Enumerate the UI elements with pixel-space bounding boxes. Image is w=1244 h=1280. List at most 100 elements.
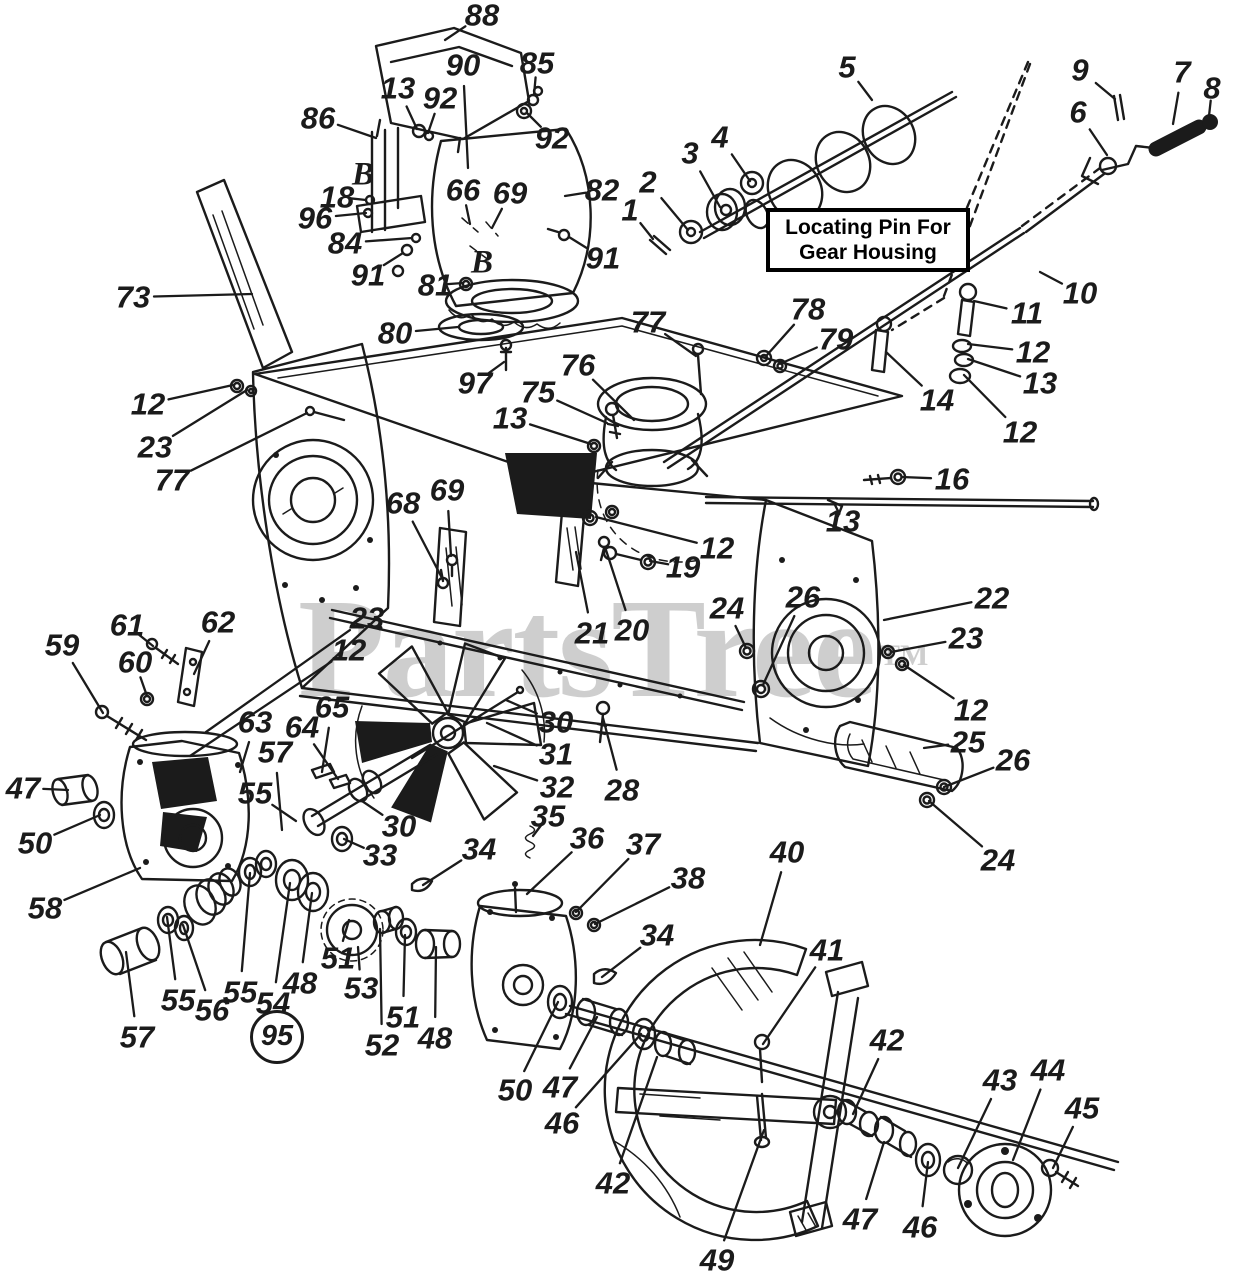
callout-77: 77 xyxy=(154,462,190,498)
callout-91: 91 xyxy=(350,257,386,293)
main-housing xyxy=(195,178,1100,809)
callout-50: 50 xyxy=(497,1072,533,1108)
callout-84: 84 xyxy=(327,225,363,261)
callout-21: 21 xyxy=(574,615,610,651)
note-box-line1: Locating Pin For xyxy=(785,215,951,239)
callout-33: 33 xyxy=(362,837,398,873)
callout-32: 32 xyxy=(539,769,575,805)
callout-76: 76 xyxy=(560,347,596,383)
callout-23: 23 xyxy=(137,429,173,465)
callout-57: 57 xyxy=(257,734,293,770)
auger-rotor xyxy=(603,938,1080,1242)
callout-43: 43 xyxy=(982,1062,1018,1098)
callout-82: 82 xyxy=(584,172,620,208)
chute-assembly xyxy=(355,26,592,372)
callout-56: 56 xyxy=(194,992,230,1028)
callout-48: 48 xyxy=(282,965,318,1001)
callout-92: 92 xyxy=(422,80,458,116)
callout-68: 68 xyxy=(385,485,421,521)
gear-housing-left xyxy=(51,637,250,883)
callout-12: 12 xyxy=(331,632,367,668)
callout-45: 45 xyxy=(1064,1090,1100,1126)
callout-18: 18 xyxy=(319,179,355,215)
callout-13: 13 xyxy=(825,503,861,539)
callout-34: 34 xyxy=(461,831,497,867)
callout-28: 28 xyxy=(604,772,640,808)
callout-51: 51 xyxy=(320,940,356,976)
callout-44: 44 xyxy=(1030,1052,1066,1088)
callout-92: 92 xyxy=(534,120,570,156)
callout-20: 20 xyxy=(614,612,650,648)
callout-B: B xyxy=(351,156,375,193)
callout-55: 55 xyxy=(222,974,258,1010)
callout-97: 97 xyxy=(457,365,493,401)
callout-10: 10 xyxy=(1062,275,1098,311)
callout-30: 30 xyxy=(381,808,417,844)
callout-6: 6 xyxy=(1069,94,1087,130)
callout-B: B xyxy=(470,244,494,281)
callout-38: 38 xyxy=(670,860,706,896)
callout-75: 75 xyxy=(520,374,556,410)
callout-37: 37 xyxy=(625,826,661,862)
note-box-line2: Gear Housing xyxy=(799,241,937,264)
callout-79: 79 xyxy=(818,321,854,357)
callout-12: 12 xyxy=(953,692,989,728)
chute-crank-assembly xyxy=(662,60,1218,470)
callout-77: 77 xyxy=(630,304,666,340)
callout-22: 22 xyxy=(974,580,1010,616)
callout-65: 65 xyxy=(314,689,350,725)
callout-48: 48 xyxy=(417,1020,453,1056)
callout-69: 69 xyxy=(429,472,465,508)
callout-88: 88 xyxy=(464,0,500,33)
callout-95: 95 xyxy=(250,1010,304,1064)
callout-47: 47 xyxy=(542,1069,578,1105)
callout-49: 49 xyxy=(699,1242,735,1278)
callout-63: 63 xyxy=(237,704,273,740)
callout-12: 12 xyxy=(699,530,735,566)
callout-73: 73 xyxy=(115,279,151,315)
callout-24: 24 xyxy=(709,590,745,626)
callout-26: 26 xyxy=(785,579,821,615)
callout-46: 46 xyxy=(902,1209,938,1245)
callout-13: 13 xyxy=(492,400,528,436)
callout-47: 47 xyxy=(5,770,41,806)
note-box: Locating Pin For Gear Housing xyxy=(766,208,970,272)
callout-55: 55 xyxy=(237,775,273,811)
callout-46: 46 xyxy=(544,1105,580,1141)
callout-5: 5 xyxy=(838,49,856,85)
callout-41: 41 xyxy=(809,932,845,968)
callout-7: 7 xyxy=(1173,54,1191,90)
auger-spiral xyxy=(648,90,958,256)
callout-12: 12 xyxy=(1015,334,1051,370)
callout-24: 24 xyxy=(980,842,1016,878)
callout-59: 59 xyxy=(44,627,80,663)
callout-58: 58 xyxy=(27,890,63,926)
callout-9: 9 xyxy=(1071,52,1089,88)
callout-61: 61 xyxy=(109,607,145,643)
callout-35: 35 xyxy=(530,798,566,834)
callout-23: 23 xyxy=(948,620,984,656)
callout-66: 66 xyxy=(445,172,481,208)
callout-42: 42 xyxy=(595,1165,631,1201)
callout-13: 13 xyxy=(1022,365,1058,401)
callout-91: 91 xyxy=(585,240,621,276)
callout-86: 86 xyxy=(300,100,336,136)
callout-50: 50 xyxy=(17,825,53,861)
callout-3: 3 xyxy=(681,135,699,171)
callout-25: 25 xyxy=(950,724,986,760)
callout-13: 13 xyxy=(380,70,416,106)
callout-90: 90 xyxy=(445,47,481,83)
callout-96: 96 xyxy=(297,200,333,236)
callout-14: 14 xyxy=(919,382,955,418)
callout-47: 47 xyxy=(842,1201,878,1237)
callout-26: 26 xyxy=(995,742,1031,778)
callout-12: 12 xyxy=(130,386,166,422)
callout-80: 80 xyxy=(377,315,413,351)
callout-40: 40 xyxy=(769,834,805,870)
impeller xyxy=(302,642,611,893)
callout-53: 53 xyxy=(343,970,379,1006)
callout-23: 23 xyxy=(349,600,385,636)
callout-12: 12 xyxy=(1002,414,1038,450)
drive-train-parts xyxy=(99,849,462,976)
